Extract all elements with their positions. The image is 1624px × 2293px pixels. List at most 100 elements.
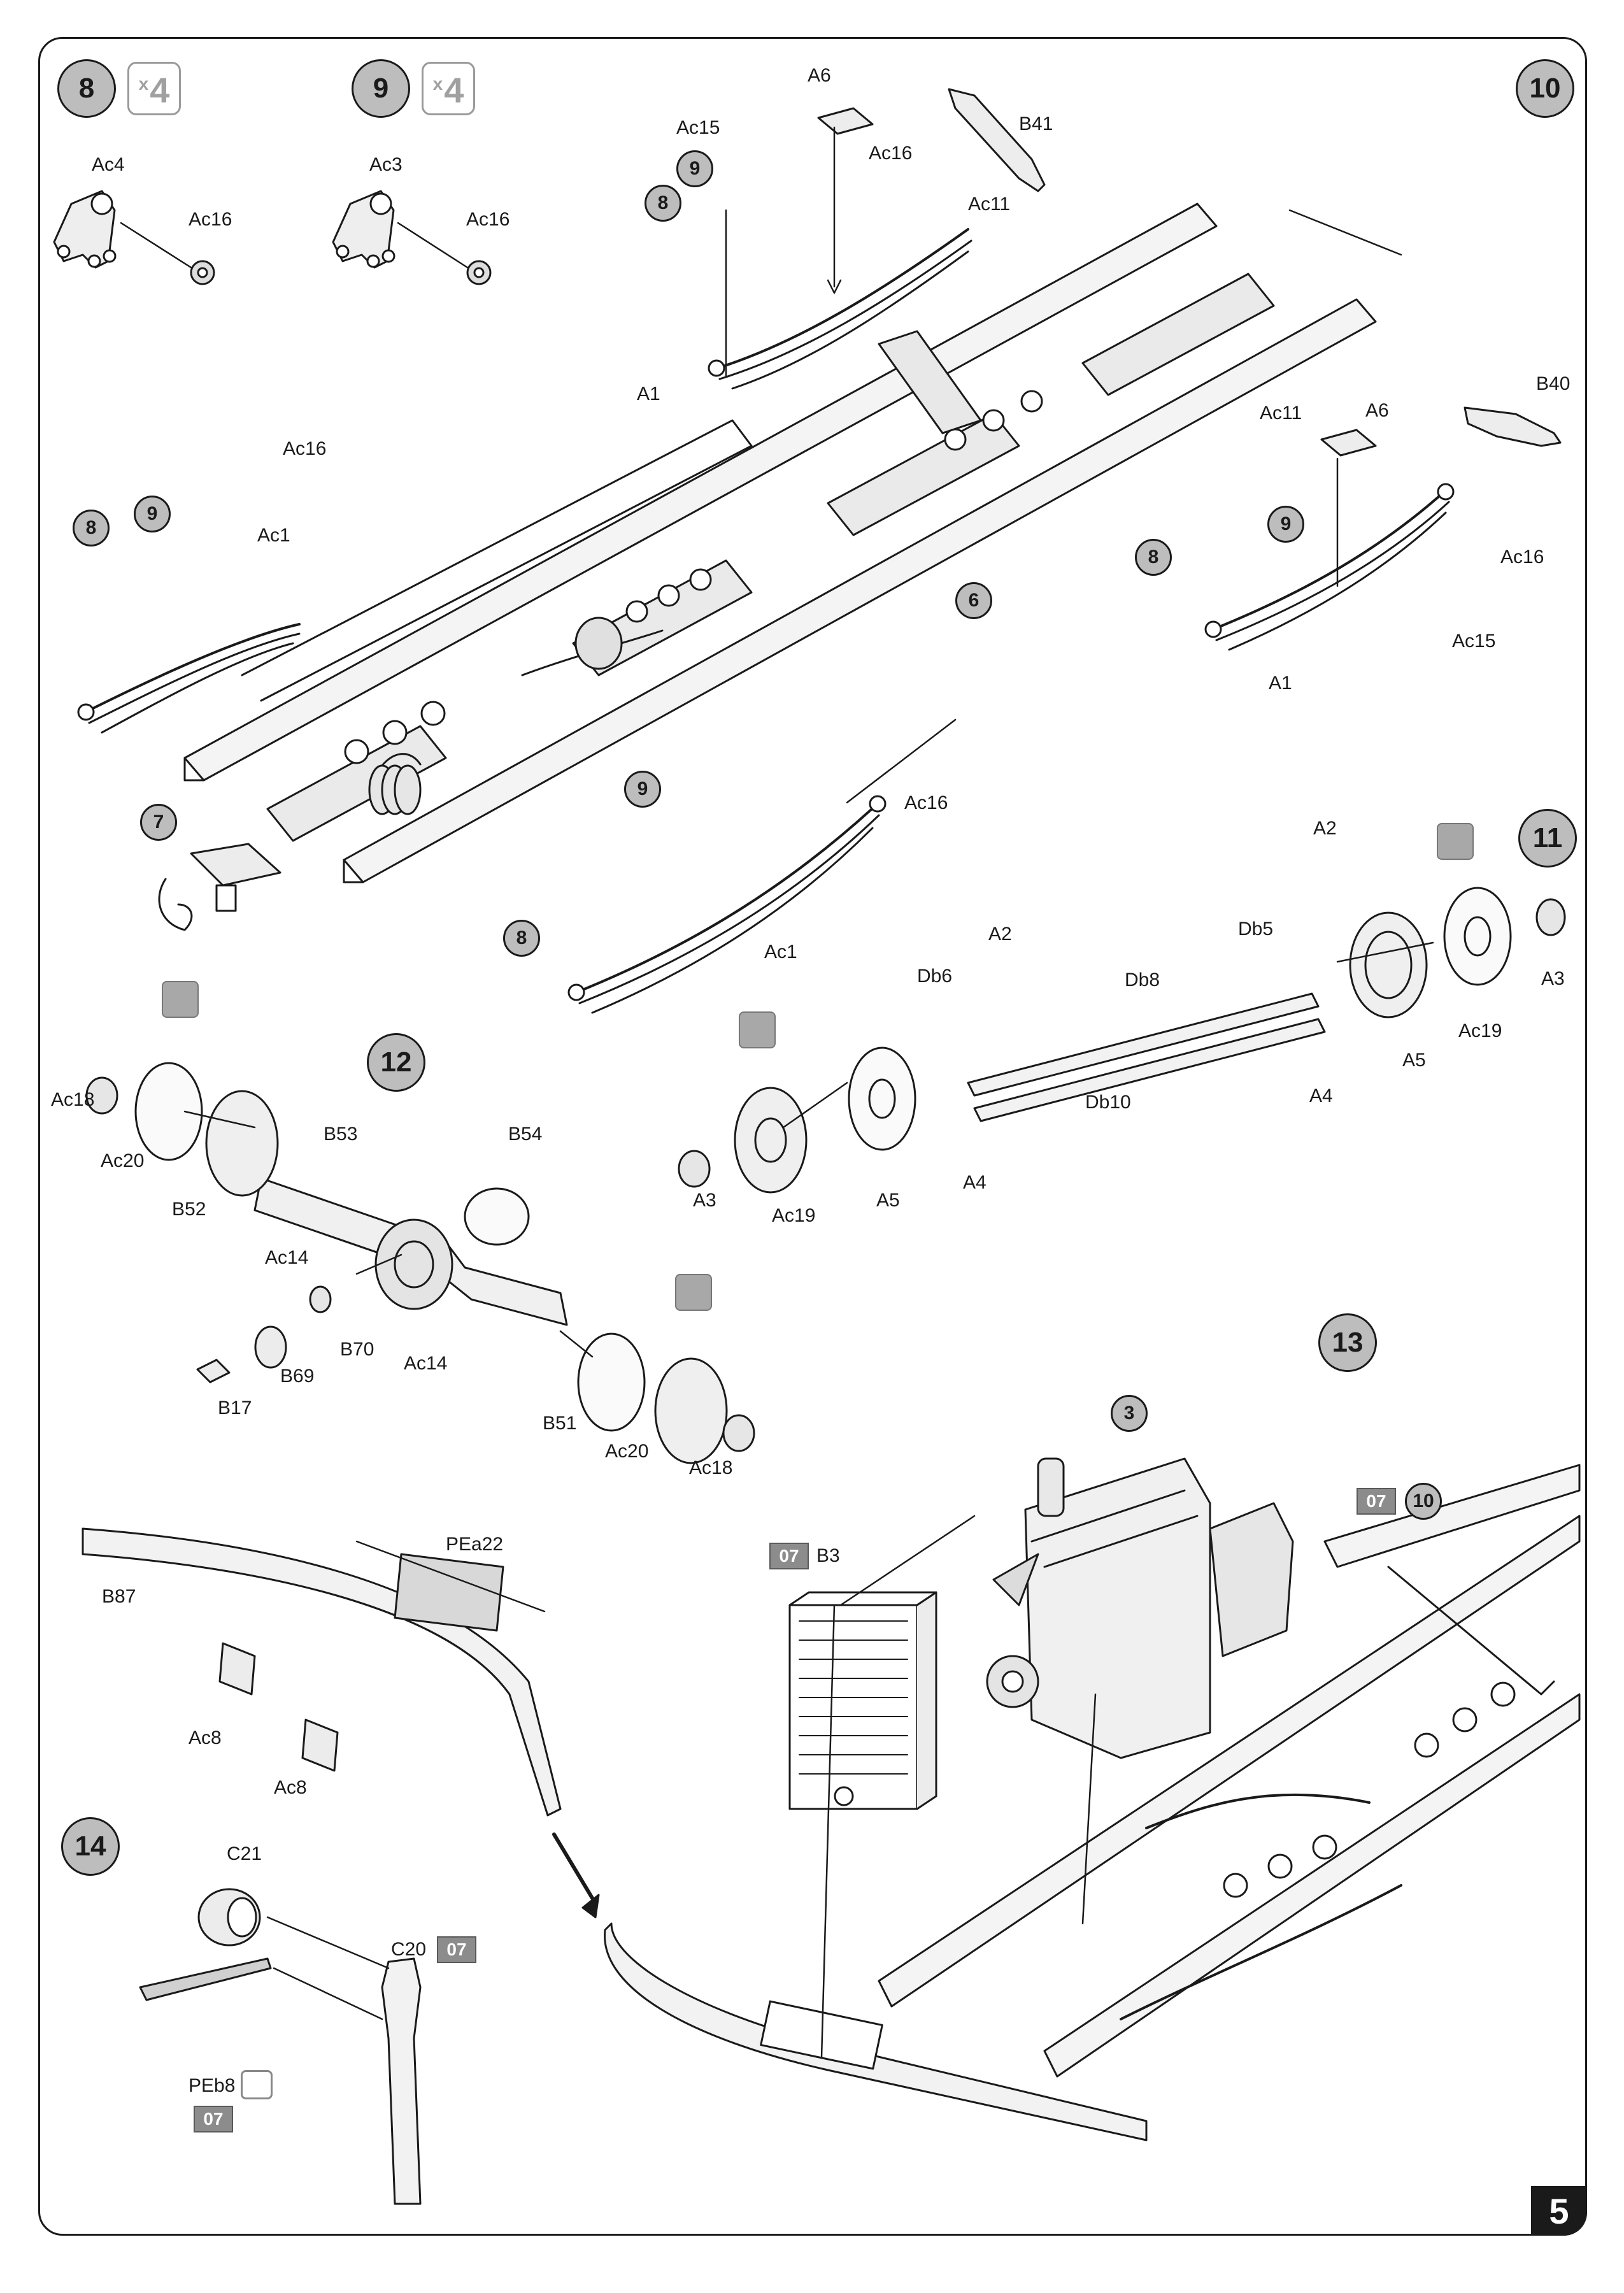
- part-label: A1: [1269, 673, 1292, 694]
- part-label: B52: [172, 1199, 206, 1220]
- sub-assembly-badge-8: 8: [1135, 539, 1172, 576]
- part-label: B3: [816, 1545, 840, 1566]
- shackle-part-ac3: [332, 190, 395, 269]
- leaf-spring-front-left: [77, 623, 301, 734]
- part-label: B54: [508, 1124, 543, 1145]
- part-label: Ac16: [1500, 546, 1544, 568]
- step-badge-12: 12: [367, 1033, 425, 1092]
- sub-assembly-badge-7: 7: [140, 804, 177, 841]
- part-label: Ac15: [676, 117, 720, 138]
- step-badge-9: 9: [352, 59, 410, 118]
- leaf-spring-front-right: [567, 795, 887, 1014]
- part-label: C20: [391, 1939, 427, 1960]
- part-label: B17: [218, 1397, 252, 1418]
- part-label: Ac20: [101, 1150, 145, 1171]
- rear-axle: [85, 1062, 755, 1464]
- part-label: PEa22: [446, 1534, 504, 1555]
- part-label: A1: [637, 383, 660, 404]
- part-label: Db6: [917, 966, 953, 987]
- front-bumper-step13: [604, 1922, 1148, 2141]
- part-label: A3: [693, 1190, 716, 1211]
- engine-3: [986, 1457, 1294, 1759]
- part-label: Ac14: [265, 1247, 309, 1268]
- omit-part-icon: [1437, 823, 1474, 860]
- part-label: Ac11: [1260, 403, 1302, 424]
- part-label: C21: [227, 1843, 262, 1864]
- sub-assembly-badge-3: 3: [1111, 1395, 1148, 1432]
- part-label: A3: [1541, 968, 1565, 989]
- part-label: Db10: [1085, 1092, 1131, 1113]
- part-label: B87: [102, 1586, 136, 1607]
- mudguard-c20: [381, 1957, 422, 2205]
- part-label: A5: [876, 1190, 900, 1211]
- part-label: A4: [1309, 1085, 1333, 1106]
- part-label: B53: [324, 1124, 358, 1145]
- decal-peb8: [139, 1957, 272, 2001]
- part-label: A6: [1365, 400, 1389, 421]
- step-badge-13: 13: [1318, 1313, 1377, 1372]
- part-label: Ac16: [869, 143, 913, 164]
- omit-part-icon: [739, 1011, 776, 1048]
- chassis-frame: [183, 203, 1377, 883]
- sub-assembly-badge-9: 9: [624, 771, 661, 808]
- part-label: Ac16: [283, 438, 327, 459]
- sub-assembly-badge-9: 9: [1267, 506, 1304, 543]
- shackle-part-ac4: [53, 190, 117, 269]
- part-label: A2: [988, 924, 1012, 945]
- part-label: Ac20: [605, 1441, 649, 1462]
- sub-assembly-badge-8: 8: [645, 185, 681, 222]
- part-label: A5: [1402, 1050, 1426, 1071]
- part-label: Ac18: [51, 1089, 95, 1110]
- part-label: Ac8: [274, 1777, 307, 1798]
- part-label: A2: [1313, 818, 1337, 839]
- part-label: B70: [340, 1339, 374, 1360]
- part-label: Ac16: [466, 209, 510, 230]
- front-axle-tie-rod: [967, 992, 1326, 1122]
- part-label: Ac1: [764, 941, 797, 962]
- part-label: B69: [280, 1366, 315, 1387]
- paint-code-badge: 07: [437, 1936, 476, 1963]
- part-label: PEb8: [189, 2075, 236, 2096]
- paint-code-badge: 07: [769, 1543, 809, 1569]
- part-label: Ac4: [92, 154, 125, 175]
- part-label: Ac19: [1458, 1020, 1502, 1041]
- part-label: B40: [1536, 373, 1571, 394]
- paint-code-badge: 07: [1357, 1488, 1396, 1515]
- step-badge-14: 14: [61, 1817, 120, 1876]
- step-badge-11: 11: [1518, 809, 1577, 868]
- bumper-b87: [82, 1527, 562, 1817]
- step-badge-8: 8: [57, 59, 116, 118]
- chassis-step13: [878, 1464, 1581, 2078]
- page-number: 5: [1531, 2186, 1587, 2236]
- leaf-spring-rear-right: [1204, 483, 1455, 651]
- part-label: A6: [808, 65, 831, 86]
- part-label: Ac8: [189, 1727, 222, 1748]
- part-label: Ac16: [189, 209, 232, 230]
- part-label: Ac3: [369, 154, 402, 175]
- sub-assembly-badge-8: 8: [503, 920, 540, 957]
- part-label: Ac16: [904, 792, 948, 813]
- part-label: Db5: [1238, 918, 1274, 939]
- brake-drum-11-right: [1349, 887, 1566, 1018]
- sub-assembly-badge-6: 6: [955, 582, 992, 619]
- part-label: A4: [963, 1172, 987, 1193]
- page-frame: [38, 37, 1587, 2236]
- part-label: Ac14: [404, 1353, 448, 1374]
- sub-assembly-badge-9: 9: [134, 496, 171, 532]
- sub-assembly-badge-9: 9: [676, 150, 713, 187]
- paint-code-badge: 07: [194, 2106, 233, 2132]
- part-label: Ac19: [772, 1205, 816, 1226]
- part-label: Ac11: [968, 194, 1011, 215]
- radiator-b3: [788, 1591, 937, 1810]
- step-badge-10: 10: [1516, 59, 1574, 118]
- part-label: B51: [543, 1413, 577, 1434]
- part-label: Ac15: [1452, 631, 1496, 652]
- sub-assembly-badge-8: 8: [73, 510, 110, 546]
- headlight-c21: [197, 1888, 261, 1947]
- omit-part-icon: [675, 1274, 712, 1311]
- tow-hook: [158, 843, 281, 931]
- brake-drum-11-left: [678, 1046, 916, 1194]
